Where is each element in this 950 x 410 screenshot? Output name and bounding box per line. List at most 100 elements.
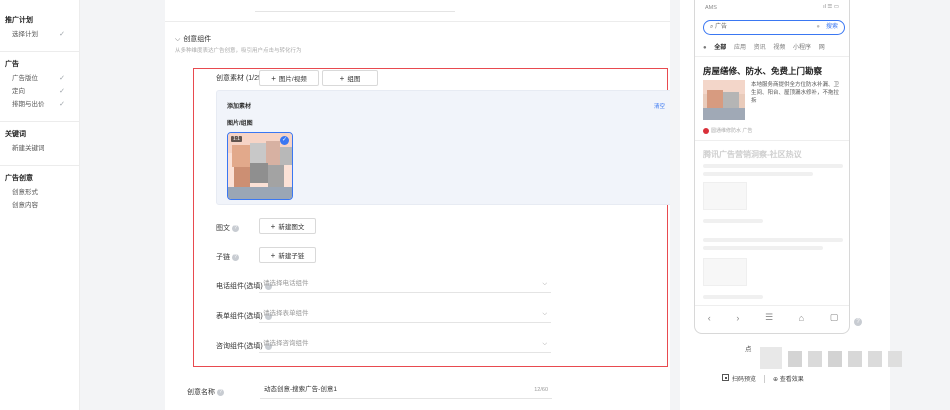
phone-component-select[interactable]: 请选择电话组件 ⌵ xyxy=(259,277,551,293)
label-text: 图文 xyxy=(216,225,230,232)
label-text: 表单组件(选填) xyxy=(216,313,263,320)
creative-name-input[interactable]: 动态创意-搜索广告-创意1 12/60 xyxy=(260,383,552,399)
thumb-pixel xyxy=(266,141,280,165)
faint-line xyxy=(703,164,843,168)
phone-preview: AMS ıl ☰ ▭ ⌕ 广告 ● 搜索 ● 全部 应用 资讯 视频 小程序 网… xyxy=(694,0,850,334)
sidebar-item-creative-content[interactable]: 创意内容 xyxy=(0,199,79,212)
preview-faint-title: 腾讯广告营销洞察-社区热议 xyxy=(703,150,802,159)
section-divider xyxy=(165,21,670,22)
add-group-image-button[interactable]: +组图 xyxy=(322,70,378,86)
settings-icon: ● xyxy=(703,45,707,51)
highlight-frame: 创意素材 (1/25) +图片/视频 +组图 添加素材 清空 图片/组图 1:1 xyxy=(193,68,678,367)
material-panel-subtitle: 图片/组图 xyxy=(227,121,253,127)
forward-icon: › xyxy=(736,312,740,323)
preview-tab: 视频 xyxy=(773,45,786,51)
sidebar-item-label: 排期与出价 xyxy=(12,101,45,108)
preview-ad-source: 圆通维修防水 广告 xyxy=(703,127,752,134)
preview-tab: 小程序 xyxy=(793,45,812,51)
preview-help-icon[interactable]: ? xyxy=(854,318,862,326)
material-panel-title: 添加素材 xyxy=(227,104,252,110)
sidebar-item-label: 定向 xyxy=(12,88,25,95)
help-icon[interactable]: ? xyxy=(232,253,239,261)
sidebar-group-creative: 广告创意 创意形式 创意内容 xyxy=(0,172,79,212)
creative-form-panel: ⌵创意组件 从多种维度表达广告创意，吸引用户点击与转化行为 创意素材 (1/25… xyxy=(165,0,678,410)
sidebar-item-label: 新建关键词 xyxy=(12,145,45,152)
sidebar-group-title: 广告 xyxy=(5,61,19,68)
sidebar-item-label: 选择计划 xyxy=(12,31,38,38)
button-label: 组图 xyxy=(347,76,361,83)
sidebar-item-label: 创意形式 xyxy=(12,189,38,196)
material-thumbnail[interactable]: 1:1 ✓ xyxy=(227,132,293,200)
help-icon[interactable]: ? xyxy=(232,224,239,232)
scan-preview-button[interactable]: 扫码预览 xyxy=(722,374,756,383)
plus-icon: + xyxy=(270,221,276,231)
sidebar-item-creative-form[interactable]: 创意形式 xyxy=(0,186,79,199)
label-text: 电话组件(选填) xyxy=(216,283,263,290)
thumb-pixel xyxy=(250,163,268,183)
sidebar-divider xyxy=(0,51,79,52)
sidebar-item-select-plan[interactable]: 选择计划 ✓ xyxy=(0,28,79,41)
previous-field xyxy=(255,0,455,12)
zoom-icon: ⊕ xyxy=(773,377,780,383)
button-label: 新建子链 xyxy=(278,253,305,260)
button-label: 图片/视频 xyxy=(278,76,307,83)
button-label: 新建图文 xyxy=(278,224,305,231)
sidebar-item-placement[interactable]: 广告版位 ✓ xyxy=(0,72,79,85)
section-toggle[interactable]: ⌵创意组件 xyxy=(175,34,211,44)
check-icon: ✓ xyxy=(59,88,65,95)
preview-caption: 点 xyxy=(745,346,752,353)
action-label: 查看效果 xyxy=(779,377,804,383)
preview-tab: 应用 xyxy=(733,45,746,51)
add-image-video-button[interactable]: +图片/视频 xyxy=(259,70,319,86)
source-text: 圆通维修防水 广告 xyxy=(711,128,753,134)
search-icon: ⌕ xyxy=(710,24,714,30)
clear-link[interactable]: 清空 xyxy=(653,104,665,110)
form-component-select[interactable]: 请选择表单组件 ⌵ xyxy=(259,307,551,323)
ratio-badge: 1:1 xyxy=(231,136,242,142)
faint-line xyxy=(703,238,843,242)
label-text: 创意名称 xyxy=(187,389,215,396)
help-icon[interactable]: ? xyxy=(264,342,272,350)
search-go: 搜索 xyxy=(825,24,838,30)
preview-ad-title: 房屋缮修、防水、免费上门勘察 xyxy=(703,66,823,76)
watermark-block xyxy=(888,351,902,367)
section-title: 创意组件 xyxy=(183,36,212,43)
action-separator xyxy=(764,374,766,383)
check-icon: ✓ xyxy=(59,75,65,82)
new-text-button[interactable]: +新建图文 xyxy=(259,218,316,234)
watermark-logo xyxy=(760,347,902,369)
consult-component-label: 咨询组件(选填)? xyxy=(216,341,272,351)
label-text: 咨询组件(选填) xyxy=(216,343,263,350)
consult-component-select[interactable]: 请选择咨询组件 ⌵ xyxy=(259,337,551,353)
search-text: 广告 xyxy=(715,24,728,30)
sidebar-group-title: 推广计划 xyxy=(5,17,33,24)
help-icon[interactable]: ? xyxy=(264,282,272,290)
help-icon[interactable]: ? xyxy=(264,312,272,320)
sidebar-item-targeting[interactable]: 定向 ✓ xyxy=(0,85,79,98)
image-pixel xyxy=(707,90,723,108)
label-text: 子链 xyxy=(216,254,230,261)
sidebar-item-label: 广告版位 xyxy=(12,75,38,82)
preview-tab: 全部 xyxy=(714,45,727,51)
new-sublink-button[interactable]: +新建子链 xyxy=(259,247,316,263)
sidebar-item-schedule-bid[interactable]: 排期与出价 ✓ xyxy=(0,98,79,111)
back-icon: ‹ xyxy=(707,312,711,323)
check-icon: ✓ xyxy=(59,101,65,108)
select-placeholder: 请选择表单组件 xyxy=(263,310,309,317)
sidebar-item-new-keyword[interactable]: 新建关键词 xyxy=(0,142,79,155)
select-placeholder: 请选择咨询组件 xyxy=(263,340,309,347)
sublink-label: 子链? xyxy=(216,252,239,262)
view-effect-button[interactable]: ⊕ 查看效果 xyxy=(773,374,804,383)
faint-line xyxy=(703,172,813,176)
help-icon[interactable]: ? xyxy=(217,388,224,396)
section-description: 从多种维度表达广告创意，吸引用户点击与转化行为 xyxy=(175,48,302,54)
preview-ad-text: 本地服务商提供全方位防水补漏、卫生间、阳台、屋顶漏水修补，不拖拉拆 xyxy=(751,82,840,104)
thumb-pixel xyxy=(280,147,292,165)
brand-icon xyxy=(703,127,709,134)
thumb-pixel xyxy=(232,145,250,167)
sidebar-group-plan: 推广计划 选择计划 ✓ xyxy=(0,14,79,41)
image-pixel xyxy=(723,92,739,108)
plus-icon: + xyxy=(270,250,276,260)
watermark-block xyxy=(788,351,802,367)
status-bar-right: ıl ☰ ▭ xyxy=(823,4,839,10)
